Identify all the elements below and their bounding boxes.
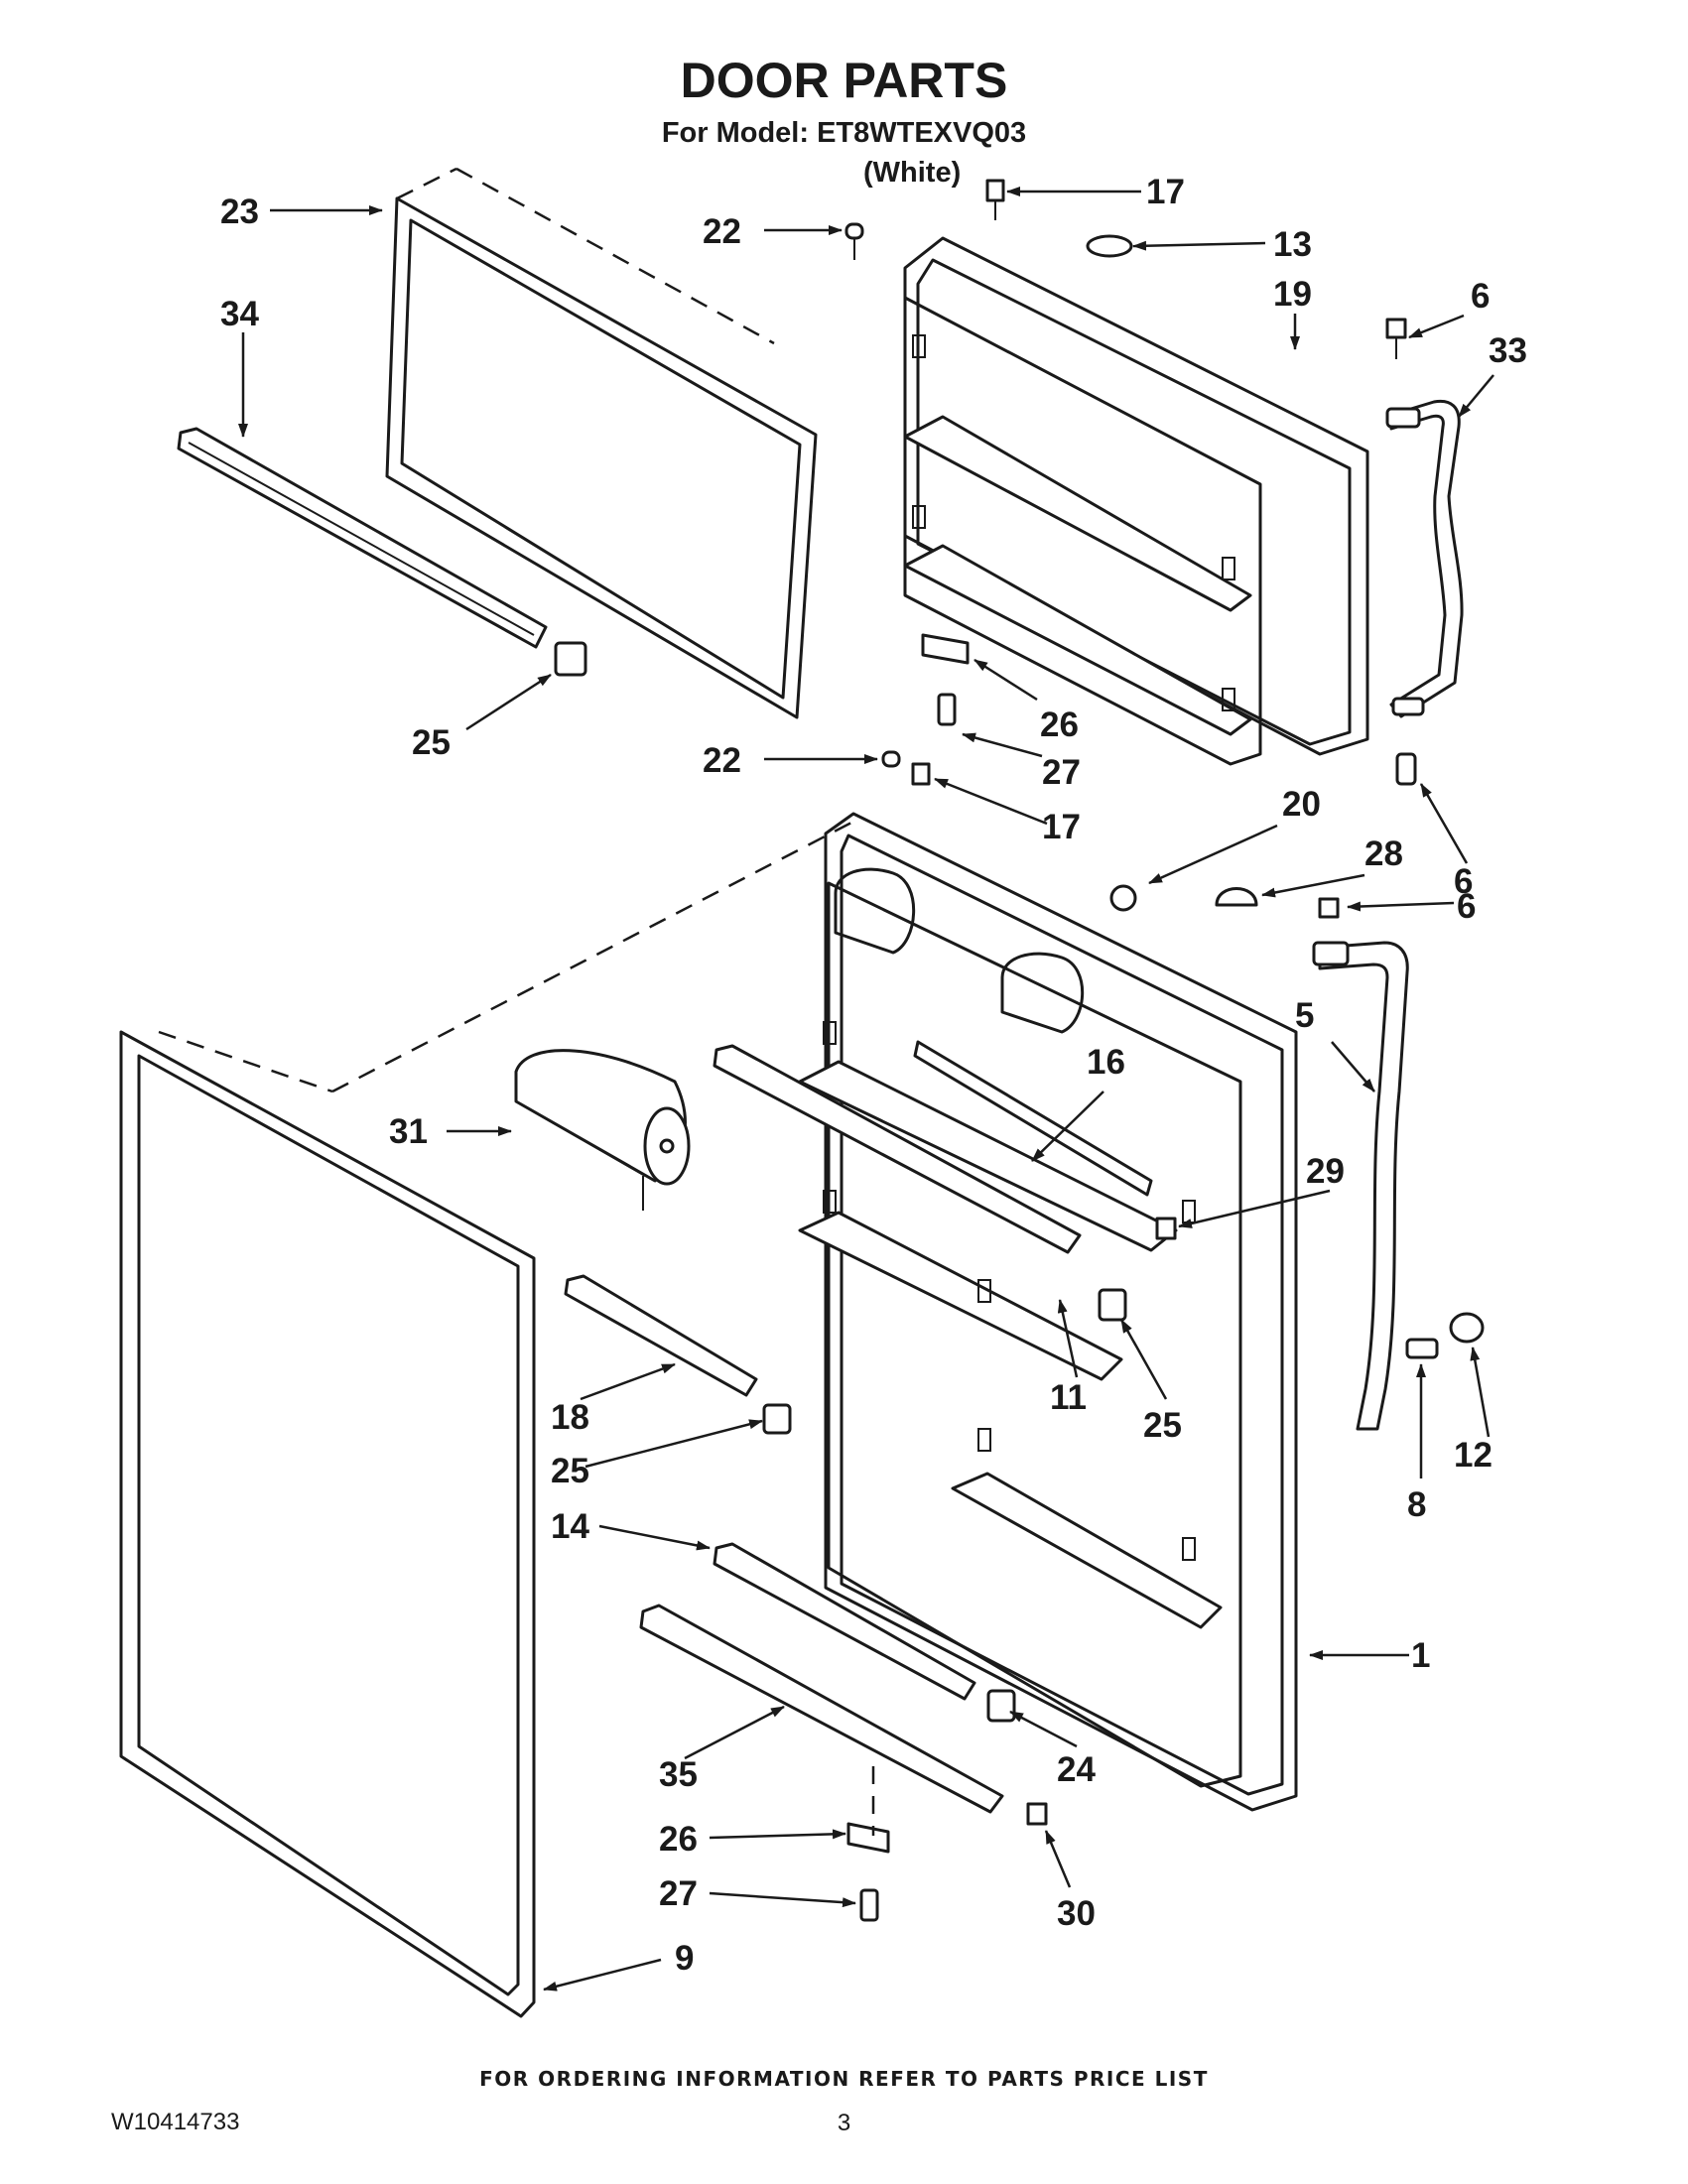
freezer-door-gasket (385, 167, 818, 719)
callout-6-b: 6 (1457, 887, 1476, 926)
shelf-clip-lower (986, 1689, 1016, 1723)
hinge-screw-top (985, 179, 1005, 220)
hinge-pin-center (881, 750, 901, 768)
callout-31: 31 (389, 1112, 428, 1151)
dairy-compartment-door (514, 1049, 691, 1211)
freezer-door-handle (1385, 399, 1464, 718)
callout-16: 16 (1087, 1043, 1125, 1082)
shelf-clip-left (762, 1403, 792, 1435)
fresh-food-door-gasket (119, 1030, 536, 2018)
callout-19: 19 (1273, 275, 1312, 314)
shelf-trim-upper (713, 1044, 1082, 1254)
callout-17-b: 17 (1042, 808, 1081, 846)
callout-arrows (238, 187, 1494, 1991)
document-number: W10414733 (111, 2109, 240, 2135)
handle-screw-top (1385, 318, 1407, 359)
callout-34: 34 (220, 295, 259, 333)
shelf-trim-lower (713, 1542, 976, 1701)
freezer-hinge-bracket (921, 633, 970, 726)
model-line: For Model: ET8WTEXVQ03 (661, 117, 1027, 149)
callout-6-c: 6 (1454, 862, 1473, 901)
callout-25-c: 25 (551, 1452, 589, 1490)
callout-12: 12 (1454, 1436, 1493, 1475)
callout-26-a: 26 (1040, 706, 1079, 744)
callout-25-b: 25 (1143, 1406, 1182, 1445)
callout-23: 23 (220, 193, 259, 231)
callout-11: 11 (1050, 1378, 1087, 1417)
callout-27-a: 27 (1042, 753, 1081, 792)
freezer-door-liner (903, 236, 1369, 766)
callout-29: 29 (1306, 1152, 1345, 1191)
ordering-note: FOR ORDERING INFORMATION REFER TO PARTS … (479, 2067, 1209, 2091)
shelf-trim-middle (564, 1274, 758, 1397)
callout-9: 9 (675, 1939, 694, 1978)
handle-screw-bottom (1395, 752, 1417, 786)
callout-13: 13 (1273, 225, 1312, 264)
hinge-pin-top (844, 222, 864, 260)
callout-17-a: 17 (1146, 173, 1185, 211)
callout-1: 1 (1411, 1636, 1430, 1675)
callout-27-b: 27 (659, 1874, 698, 1913)
shelf-trim-bottom (639, 1604, 1004, 1814)
freezer-shelf-trim (177, 427, 548, 649)
shelf-trim-dairy (913, 1040, 1153, 1197)
callout-24: 24 (1057, 1750, 1096, 1789)
handle-cap (1215, 887, 1258, 907)
page-number: 3 (837, 2110, 851, 2136)
callout-18: 18 (551, 1398, 589, 1437)
model-variant: (White) (863, 157, 962, 189)
callout-6-a: 6 (1471, 277, 1490, 316)
shelf-clip-right (1098, 1288, 1127, 1322)
trim-end-cap-lower (1026, 1802, 1048, 1826)
callout-22-a: 22 (703, 212, 741, 251)
callout-28: 28 (1364, 835, 1403, 873)
fresh-handle-screw-top (1318, 897, 1340, 919)
plug-button-top (1086, 234, 1133, 258)
callout-5: 5 (1295, 996, 1314, 1035)
trim-end-cap-upper (1155, 1217, 1177, 1240)
bottom-hinge-bracket (846, 1822, 890, 1854)
handle-mount-cap (1449, 1312, 1485, 1344)
callout-8: 8 (1407, 1485, 1426, 1524)
bottom-hinge-screw (859, 1888, 879, 1922)
freezer-shelf-clip (554, 641, 587, 677)
callout-14: 14 (551, 1507, 589, 1546)
callout-labels: 23 34 25 22 17 13 19 6 33 26 27 22 17 20… (220, 173, 1527, 1978)
hole-plug-center (1109, 884, 1137, 912)
fresh-food-door-liner (798, 812, 1298, 1812)
callout-26-b: 26 (659, 1820, 698, 1859)
handle-mount-screw (1405, 1338, 1439, 1359)
callout-22-b: 22 (703, 741, 741, 780)
callout-30: 30 (1057, 1894, 1096, 1933)
fresh-food-door-handle (1312, 941, 1409, 1431)
callout-33: 33 (1489, 331, 1527, 370)
callout-25-a: 25 (412, 723, 451, 762)
callout-20: 20 (1282, 785, 1321, 824)
callout-35: 35 (659, 1755, 698, 1794)
page-title: DOOR PARTS (680, 53, 1008, 108)
hinge-screw-center (911, 762, 931, 786)
